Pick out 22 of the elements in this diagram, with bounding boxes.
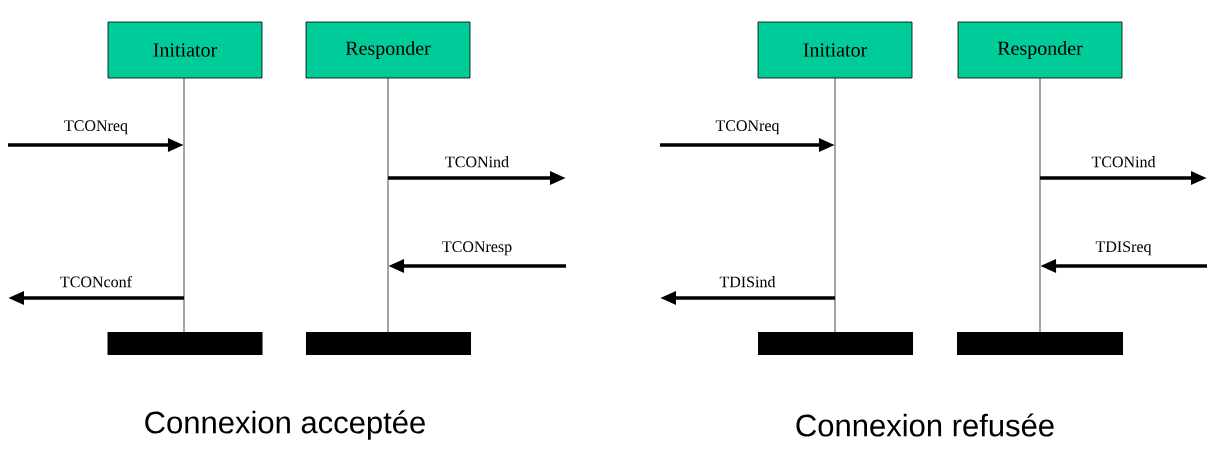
end-bar <box>957 332 1123 355</box>
edge-label: TDISind <box>718 274 777 289</box>
lifeline <box>834 77 836 333</box>
end-bar <box>306 332 471 355</box>
edge-label: TCONreq <box>714 118 781 136</box>
actor-box: Initiator <box>757 21 913 79</box>
actor-box: Initiator <box>107 21 263 79</box>
end-bar <box>758 332 913 355</box>
edge-label: TCONind <box>1090 154 1158 169</box>
caption: Connexion refusée <box>796 413 1054 437</box>
actor-box: Responder <box>305 21 471 79</box>
caption: Connexion acceptée <box>145 410 425 440</box>
end-bar <box>107 332 263 355</box>
lifeline <box>1039 77 1041 333</box>
actor-box: Responder <box>957 21 1123 79</box>
edge-label: TCONreq <box>62 118 130 136</box>
lifeline <box>183 77 185 333</box>
edge-label: TCONconf <box>58 274 134 289</box>
edge-label: TCONind <box>443 154 511 169</box>
lifeline <box>387 77 389 333</box>
edge-label: TDISreq <box>1094 239 1154 257</box>
edge-label: TCONresp <box>440 239 514 257</box>
